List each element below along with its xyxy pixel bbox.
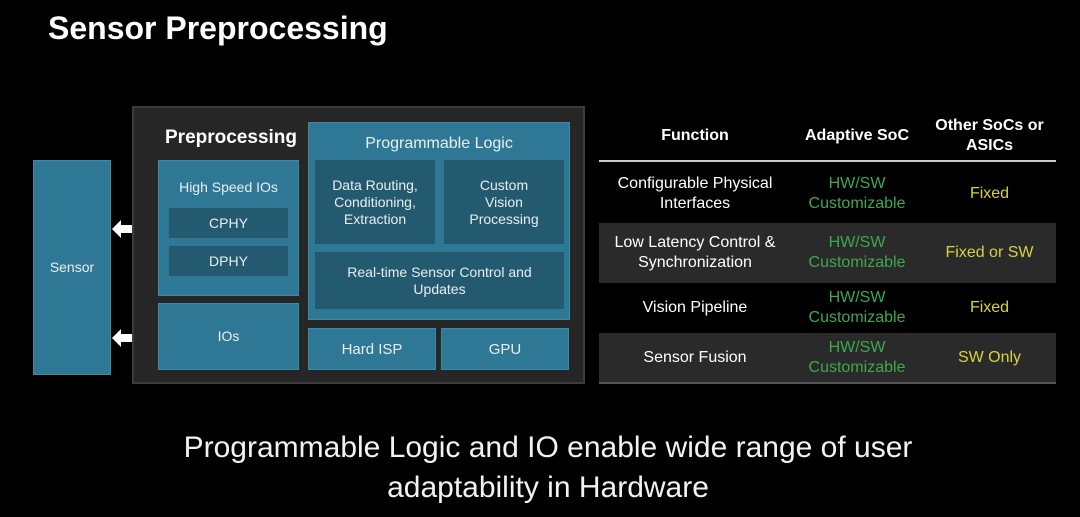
sensor-block: Sensor [33, 160, 111, 375]
table-row: Low Latency Control & Synchronization HW… [599, 223, 1056, 283]
footer-text: Programmable Logic and IO enable wide ra… [183, 431, 913, 504]
cell-adaptive: HW/SW Customizable [808, 289, 906, 326]
header-adaptive-soc: Adaptive SoC [804, 127, 909, 144]
programmable-logic-label: Programmable Logic [365, 135, 513, 152]
header-function: Function [661, 127, 729, 144]
cell-other: Fixed [969, 299, 1010, 316]
custom-vision-block: Custom Vision Processing [444, 160, 564, 244]
slide-title: Sensor Preprocessing [48, 10, 388, 46]
hard-isp-block: Hard ISP [308, 328, 436, 370]
table-header: Function Adaptive SoC Other SoCs or ASIC… [599, 112, 1056, 162]
high-speed-ios-label: High Speed IOs [179, 179, 278, 195]
cell-function: Low Latency Control & Synchronization [614, 234, 776, 271]
cell-other: Fixed [969, 184, 1010, 202]
table-row: Configurable Physical Interfaces HW/SW C… [599, 164, 1056, 223]
cell-function: Vision Pipeline [642, 299, 748, 316]
footer-caption: Programmable Logic and IO enable wide ra… [0, 428, 1080, 508]
ios-block: IOs [158, 303, 299, 370]
dphy-block: DPHY [169, 246, 288, 276]
cell-adaptive: HW/SW Customizable [808, 338, 906, 376]
gpu-block: GPU [441, 328, 569, 370]
data-routing-block: Data Routing, Conditioning, Extraction [315, 160, 435, 244]
realtime-control-block: Real-time Sensor Control and Updates [315, 252, 564, 309]
cphy-block: CPHY [169, 208, 288, 238]
cell-other: SW Only [957, 348, 1022, 366]
comparison-table: Function Adaptive SoC Other SoCs or ASIC… [599, 112, 1056, 384]
cell-adaptive: HW/SW Customizable [808, 174, 906, 212]
table-row: Vision Pipeline HW/SW Customizable Fixed [599, 283, 1056, 333]
cell-function: Sensor Fusion [643, 348, 747, 366]
table-row: Sensor Fusion HW/SW Customizable SW Only [599, 333, 1056, 384]
cell-function: Configurable Physical Interfaces [617, 174, 773, 212]
cell-adaptive: HW/SW Customizable [808, 234, 906, 271]
cell-other: Fixed or SW [945, 244, 1034, 261]
preprocessing-label: Preprocessing [165, 127, 297, 148]
header-other-socs: Other SoCs or ASICs [935, 117, 1044, 154]
